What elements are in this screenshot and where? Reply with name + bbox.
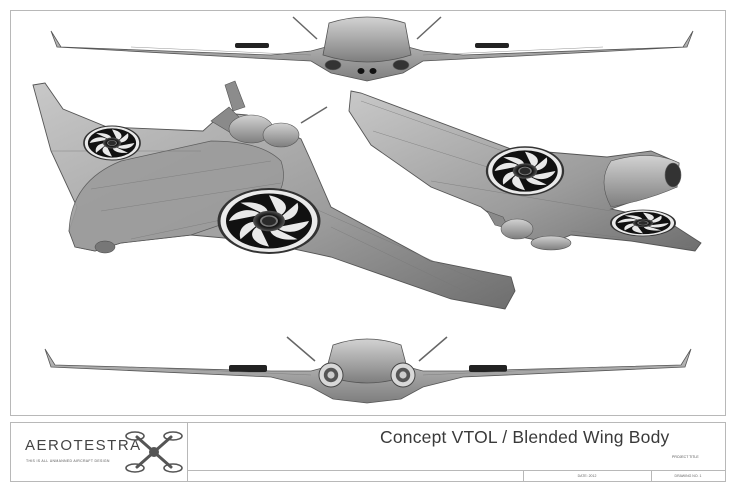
brand-tagline: THIS IS ALL UNMANNED AIRCRAFT DESIGN <box>26 459 110 463</box>
project-title-label: PROJECT TITLE <box>672 455 699 459</box>
perspective-view-right <box>348 90 702 251</box>
drawing-title: Concept VTOL / Blended Wing Body <box>380 427 670 447</box>
rear-view <box>44 336 692 404</box>
drone-logo-icon <box>125 431 183 473</box>
front-view <box>50 16 694 82</box>
date-field: DATE: 2012 <box>577 474 597 478</box>
perspective-view-left <box>32 80 516 310</box>
title-block: AEROTESTRA THIS IS ALL UNMANNED AIRCRAFT… <box>10 422 726 482</box>
strip-divider <box>523 471 524 482</box>
aircraft-views <box>32 16 702 404</box>
logo-cell: AEROTESTRA THIS IS ALL UNMANNED AIRCRAFT… <box>11 423 188 481</box>
title-strip: DATE: 2012 DRAWING NO. 1 <box>187 470 725 482</box>
brand-logo: AEROTESTRA <box>25 437 142 454</box>
strip-divider <box>651 471 652 482</box>
drawing-number: DRAWING NO. 1 <box>674 474 702 478</box>
drawing-sheet <box>10 10 726 416</box>
